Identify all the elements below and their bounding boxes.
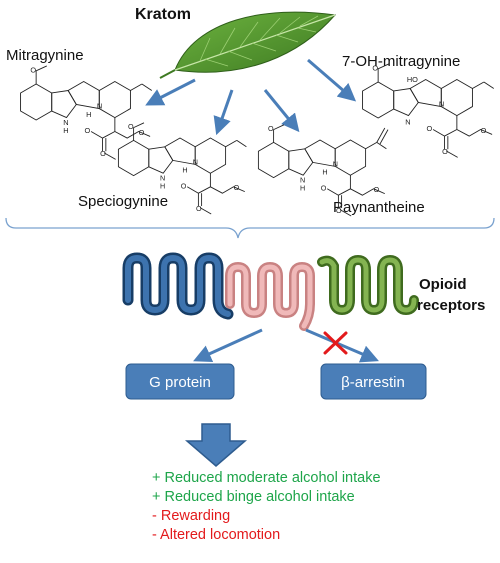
outcome-item: - Altered locomotion bbox=[152, 527, 281, 543]
arrow-to-beta-arrestin bbox=[305, 328, 379, 363]
n-atom-label: N bbox=[439, 100, 444, 109]
arrow-to-7oh-mitragynine bbox=[307, 58, 357, 102]
nh-h-atom-label: H bbox=[63, 126, 68, 135]
7oh-mitragynine-structure: HO N N bbox=[362, 63, 495, 158]
opioid-receptor-blue bbox=[122, 252, 234, 320]
blocked-x-icon bbox=[323, 331, 348, 355]
paynantheine-label: Paynantheine bbox=[333, 199, 425, 216]
arrow-to-g-protein bbox=[193, 328, 263, 362]
mitragynine-structure: N H N H bbox=[20, 65, 153, 160]
nh-h-atom-label: H bbox=[160, 181, 165, 190]
grouping-brace bbox=[5, 217, 495, 239]
h-atom-label: H bbox=[86, 110, 91, 119]
nh-h-atom-label: H bbox=[300, 183, 305, 192]
kratom-leaf bbox=[159, 11, 336, 79]
opioid-label-line1: Opioid bbox=[419, 276, 467, 293]
beta-arrestin-label: β-arrestin bbox=[341, 374, 405, 391]
nh-atom-label: N bbox=[63, 118, 68, 127]
n-atom-label: N bbox=[193, 157, 198, 166]
g-protein-box: G protein bbox=[125, 363, 235, 400]
opioid-label-line2: receptors bbox=[417, 297, 485, 314]
opioid-receptor-pink bbox=[225, 261, 315, 331]
down-arrow bbox=[184, 423, 248, 467]
nh-atom-label: N bbox=[160, 173, 165, 182]
7oh-mitragynine-label: 7-OH-mitragynine bbox=[342, 53, 460, 70]
beta-arrestin-box: β-arrestin bbox=[320, 363, 427, 400]
outcome-item: + Reduced binge alcohol intake bbox=[152, 489, 355, 505]
outcome-item: - Rewarding bbox=[152, 508, 231, 524]
n-atom-label: N bbox=[333, 159, 338, 168]
arrow-to-paynantheine bbox=[263, 89, 300, 133]
paynantheine-structure: N H N H bbox=[257, 123, 389, 217]
outcome-item: + Reduced moderate alcohol intake bbox=[152, 470, 381, 486]
arrow-to-mitragynine bbox=[145, 78, 196, 106]
n-atom-label: N bbox=[97, 102, 102, 111]
speciogynine-label: Speciogynine bbox=[78, 193, 168, 210]
speciogynine-structure: N H N H bbox=[117, 121, 247, 215]
n-atom-label: N bbox=[405, 118, 410, 127]
nh-atom-label: N bbox=[300, 175, 305, 184]
mitragynine-label: Mitragynine bbox=[6, 47, 84, 64]
behavioral-outcomes-list: + Reduced moderate alcohol intake + Reduc… bbox=[152, 469, 492, 545]
h-atom-label: H bbox=[322, 167, 327, 176]
opioid-receptor-green bbox=[317, 254, 419, 316]
kratom-label: Kratom bbox=[135, 6, 191, 23]
arrow-to-speciogynine bbox=[213, 89, 234, 136]
g-protein-label: G protein bbox=[149, 374, 211, 391]
oh-atom-label: HO bbox=[407, 75, 418, 84]
h-atom-label: H bbox=[182, 165, 187, 174]
